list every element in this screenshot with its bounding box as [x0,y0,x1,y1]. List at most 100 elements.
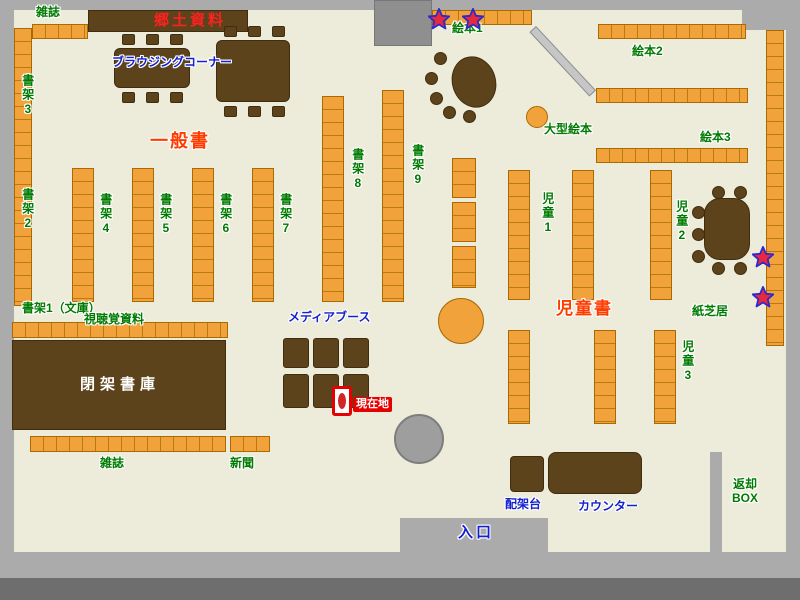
chair [170,92,183,103]
pillar [394,414,444,464]
bookshelf-7 [252,168,274,302]
browsing-table-2 [216,40,290,102]
stool [734,262,747,275]
chair [272,106,285,117]
bookshelf-children-1b [572,170,594,300]
label-shelf-5: 書架5 [158,193,173,237]
stool [430,92,443,105]
label-shelf-4: 書架4 [98,193,113,237]
bookshelf-1-bunko [12,322,228,338]
bookshelf-center-2 [452,202,476,242]
label-picture-books-3: 絵本3 [700,130,731,144]
browsing-table-1 [114,48,190,88]
chair [122,34,135,45]
chair [248,26,261,37]
label-closed-stacks: 閉架書庫 [80,376,161,393]
label-book-cart-table: 配架台 [505,497,542,511]
bookshelf-9 [382,90,404,302]
bookshelf-children-3c [654,330,676,424]
stool [434,52,447,65]
chair [272,26,285,37]
label-shelf-9: 書架9 [410,144,425,188]
label-counter: カウンター [578,499,639,513]
bookshelf-center-1 [452,158,476,198]
label-shelf-2: 書架2 [20,188,35,232]
label-general-books: 一般書 [150,131,210,151]
label-browsing-corner: ブラウジングコーナー [112,55,233,69]
star-icon [462,8,484,30]
bookshelf-magazines-top [32,24,88,39]
stool [425,72,438,85]
counter-desk [548,452,642,494]
entrance-vestibule [400,518,548,558]
chair [170,34,183,45]
label-media-booth: メディアブース [288,310,371,324]
label-shelf-3: 書架3 [20,74,35,118]
chair [122,92,135,103]
stool [443,106,456,119]
stool [692,206,705,219]
label-children-3: 児童3 [680,340,695,384]
label-local-materials: 郷土資料 [154,12,227,29]
stool [734,186,747,199]
bookshelf-4 [72,168,94,302]
media-booth-seat [283,374,309,408]
label-children-2: 児童2 [674,200,689,244]
bookshelf-children-3a [508,330,530,424]
label-newspapers: 新聞 [230,456,255,470]
return-box-wall [710,452,722,554]
label-return-box-line1: 返却 [733,477,758,491]
media-booth-seat [343,338,369,368]
bookshelf-right-wall [766,30,784,346]
label-shelf-1-bunko: 書架1（文庫） [22,301,101,315]
round-table-small [526,106,548,128]
bookshelf-8 [322,96,344,302]
label-magazines-top: 雑誌 [36,5,61,19]
chair [146,34,159,45]
bookshelf-left-wall [14,28,32,306]
bookshelf-5 [132,168,154,302]
label-magazines-bottom: 雑誌 [100,456,125,470]
wall-bottom [0,578,800,600]
label-return-box-line2: BOX [732,491,759,505]
bookshelf-center-3 [452,246,476,288]
current-location-marker [332,386,352,416]
chair [248,106,261,117]
label-entrance: 入口 [458,524,495,541]
current-location-dot [338,393,346,409]
bookshelf-picture-books-2a [598,24,746,39]
stool [712,262,725,275]
star-icon [752,246,774,268]
stool [692,228,705,241]
wall-block-top-right [742,10,786,30]
chair [224,26,237,37]
label-picture-books-2: 絵本2 [632,44,663,58]
bookshelf-6 [192,168,214,302]
label-children-books: 児童書 [556,299,613,318]
label-large-picture-books: 大型絵本 [544,122,593,136]
bookshelf-newspapers [230,436,270,452]
wall-block-top [374,0,432,46]
bookshelf-magazines-bottom [30,436,226,452]
bookshelf-children-2 [650,170,672,300]
label-shelf-7: 書架7 [278,193,293,237]
stool [712,186,725,199]
chair [146,92,159,103]
local-materials-shelf [88,10,248,32]
star-icon [428,8,450,30]
label-children-1: 児童1 [540,192,555,236]
bookshelf-picture-books-3 [596,148,748,163]
media-booth-seat [283,338,309,368]
label-shelf-6: 書架6 [218,193,233,237]
round-table-large [438,298,484,344]
bookshelf-children-3b [594,330,616,424]
star-icon [752,286,774,308]
label-audiovisual: 視聴覚資料 [84,312,145,326]
stool [463,110,476,123]
label-kamishibai: 紙芝居 [692,304,729,318]
bookshelf-picture-books-2b [596,88,748,103]
chair [224,106,237,117]
children-table [704,198,750,260]
stool [692,250,705,263]
